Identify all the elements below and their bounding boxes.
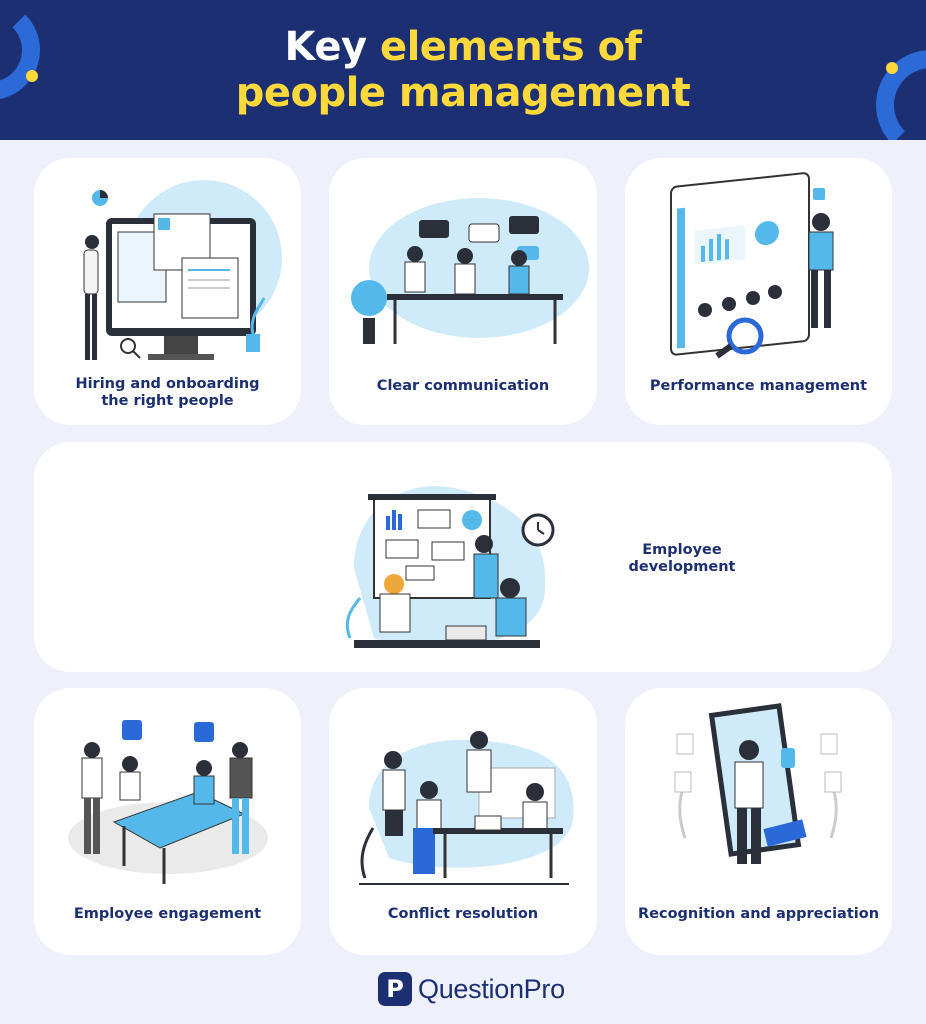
logo-mark-icon: P (378, 972, 412, 1006)
card-label: Employee engagement (73, 906, 262, 922)
card-employee-engagement: Employee engagement (34, 688, 301, 955)
card-performance-management: Performance management (625, 158, 892, 425)
card-conflict-resolution: Conflict resolution (329, 688, 597, 955)
performance-illustration (670, 172, 834, 359)
logo-brand-text: QuestionPro (418, 973, 565, 1004)
communication-illustration (351, 198, 589, 344)
header-banner: Key elements of people management (0, 0, 926, 140)
card-hiring-onboarding: Hiring and onboarding the right people (34, 158, 301, 425)
card-label: Performance management (649, 378, 868, 394)
card-clear-communication: Clear communication (329, 158, 597, 425)
page-title: Key elements of people management (0, 24, 926, 116)
title-plain-text: Key (284, 24, 380, 70)
engagement-illustration (68, 720, 268, 884)
title-accent-text-2: people management (235, 70, 691, 116)
card-label: Conflict resolution (387, 906, 539, 922)
card-employee-development: Employee development (34, 442, 892, 672)
recognition-illustration (674, 703, 842, 864)
card-label: Hiring and onboarding the right people (75, 376, 260, 409)
hiring-illustration (83, 180, 282, 360)
questionpro-logo: P QuestionPro (378, 971, 565, 1007)
card-label: Recognition and appreciation (637, 906, 880, 922)
decorative-dot-left (26, 70, 38, 82)
development-illustration (345, 486, 555, 648)
conflict-illustration (359, 731, 574, 885)
card-label: Employee development (628, 542, 736, 575)
decorative-dot-right (886, 62, 898, 74)
card-recognition-appreciation: Recognition and appreciation (625, 688, 892, 955)
title-accent-text-1: elements of (379, 24, 642, 70)
card-label: Clear communication (376, 378, 550, 394)
